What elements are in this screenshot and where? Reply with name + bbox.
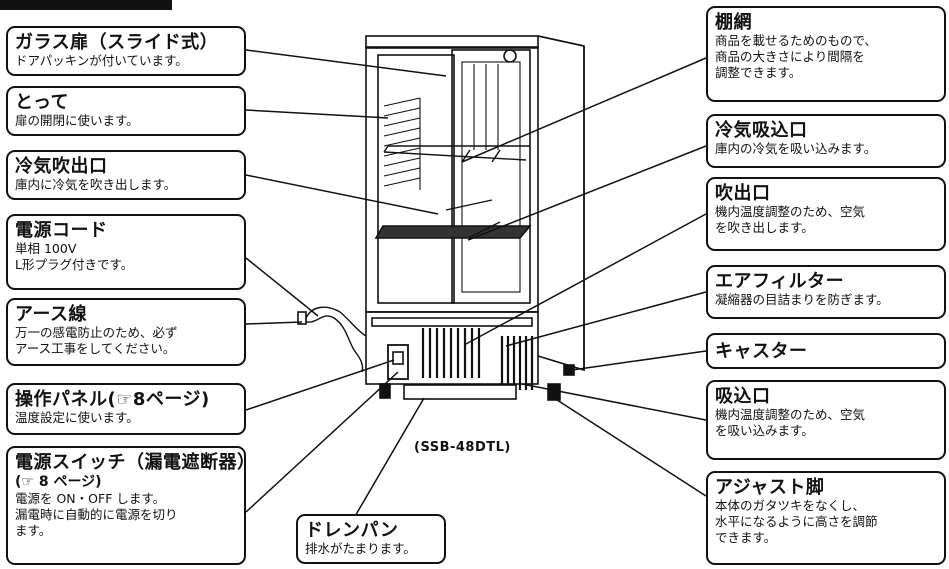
shelf-lower (374, 225, 532, 239)
leader-power-switch (245, 371, 399, 513)
callout-cold-air-outlet: 冷気吹出口 庫内に冷気を吹き出します。 (6, 150, 246, 200)
callout-title: 吹出口 (715, 183, 771, 204)
vent-grille-right (500, 336, 534, 390)
leader-drain-pan (353, 397, 425, 519)
callout-earth-wire: アース線 万一の感電防止のため、必ず アース工事をしてください。 (6, 298, 246, 366)
leader-earth-wire (245, 321, 303, 325)
callout-title: キャスター (715, 341, 808, 362)
leader-adjuster-foot (553, 397, 707, 497)
callout-desc: 扉の開閉に使います。 (15, 113, 139, 128)
callout-glass-door: ガラス扉（スライド式） ドアパッキンが付いています。 (6, 26, 246, 76)
left-glass-door (377, 54, 455, 304)
right-glass-door (451, 49, 531, 304)
leader-cold-air-intake (467, 145, 707, 241)
callout-desc: 庫内の冷気を吸い込みます。 (715, 141, 877, 156)
cabinet-top (365, 35, 539, 49)
callout-desc: 機内温度調整のため、空気 を吹き出します。 (715, 204, 866, 235)
callout-page-ref: (☞ 8 ページ) (15, 474, 102, 490)
model-label: (SSB-48DTL) (414, 440, 511, 455)
callout-title: 電源コード (15, 220, 108, 241)
callout-exhaust-outlet: 吹出口 機内温度調整のため、空気 を吹き出します。 (706, 177, 946, 251)
callout-title: とって (15, 92, 70, 113)
callout-desc: 単相 100V L形プラグ付きです。 (15, 241, 134, 272)
leader-handle (245, 109, 389, 119)
callout-desc: 庫内に冷気を吹き出します。 (15, 177, 177, 192)
leader-lines (245, 49, 707, 519)
callout-air-filter: エアフィルター 凝縮器の目詰まりを防ぎます。 (706, 265, 946, 319)
leader-control-panel (245, 359, 395, 411)
callout-adjuster-foot: アジャスト脚 本体のガタツキをなくし、 水平になるように高さを調節 できます。 (706, 471, 946, 565)
callout-shelf: 棚網 商品を載せるためのもので、 商品の大きさにより間隔を 調整できます。 (706, 6, 946, 102)
callout-title: エアフィルター (715, 271, 845, 292)
leader-exhaust-outlet (465, 213, 707, 345)
power-cord-shape (305, 306, 367, 337)
callout-desc: 排水がたまります。 (305, 541, 416, 556)
callout-title: 操作パネル(☞8ページ) (15, 389, 210, 410)
callout-desc: 温度設定に使います。 (15, 410, 139, 425)
control-panel-box (387, 344, 409, 380)
callout-title: 冷気吹出口 (15, 156, 108, 177)
leader-air-filter (505, 291, 707, 347)
section-header-tab (0, 0, 172, 10)
callout-desc: 凝縮器の目詰まりを防ぎます。 (715, 292, 889, 307)
back-panel (461, 61, 521, 293)
callout-cold-air-intake: 冷気吸込口 庫内の冷気を吸い込みます。 (706, 114, 946, 168)
callout-desc: 商品を載せるためのもので、 商品の大きさにより間隔を 調整できます。 (715, 33, 878, 80)
leader-cold-air-outlet (245, 174, 439, 215)
drain-pan-shape (403, 384, 517, 400)
callout-title: アース線 (15, 304, 88, 325)
callout-title: ドレンパン (305, 520, 399, 541)
shelf-brackets (445, 149, 501, 239)
callout-power-cord: 電源コード 単相 100V L形プラグ付きです。 (6, 214, 246, 290)
callout-handle: とって 扉の開閉に使います。 (6, 86, 246, 136)
callout-caster: キャスター (706, 333, 946, 369)
callout-title: 電源スイッチ（漏電遮断器） (15, 452, 246, 473)
callout-desc: 万一の感電防止のため、必ず アース工事をしてください。 (15, 325, 178, 356)
callout-power-switch: 電源スイッチ（漏電遮断器） (☞ 8 ページ) 電源を ON・OFF します。 … (6, 446, 246, 565)
callout-control-panel: 操作パネル(☞8ページ) 温度設定に使います。 (6, 383, 246, 435)
callout-intake: 吸込口 機内温度調整のため、空気 を吸い込みます。 (706, 380, 946, 460)
callout-drain-pan: ドレンパン 排水がたまります。 (296, 514, 446, 564)
leader-caster (571, 350, 707, 371)
callout-desc: ドアパッキンが付いています。 (15, 53, 188, 68)
leader-intake (521, 383, 707, 421)
leader-shelf (461, 57, 707, 163)
leader-power-cord (245, 257, 319, 317)
callout-title: 吸込口 (715, 386, 771, 407)
callout-title: 棚網 (715, 12, 752, 33)
callout-title: 冷気吸込口 (715, 120, 808, 141)
callout-title: ガラス扉（スライド式） (15, 32, 219, 53)
earth-wire-shape (299, 315, 364, 373)
callout-title: アジャスト脚 (715, 477, 825, 498)
leader-glass-door (245, 49, 447, 77)
callout-desc: 本体のガタツキをなくし、 水平になるように高さを調節 できます。 (715, 498, 878, 545)
callout-desc: 機内温度調整のため、空気 を吸い込みます。 (715, 407, 866, 438)
shelf-upper (383, 145, 530, 161)
refrigerator-illustration (297, 35, 585, 401)
door-stack-left (383, 97, 421, 190)
callout-desc: 電源を ON・OFF します。 漏電時に自動的に電源を切り ます。 (15, 491, 178, 538)
